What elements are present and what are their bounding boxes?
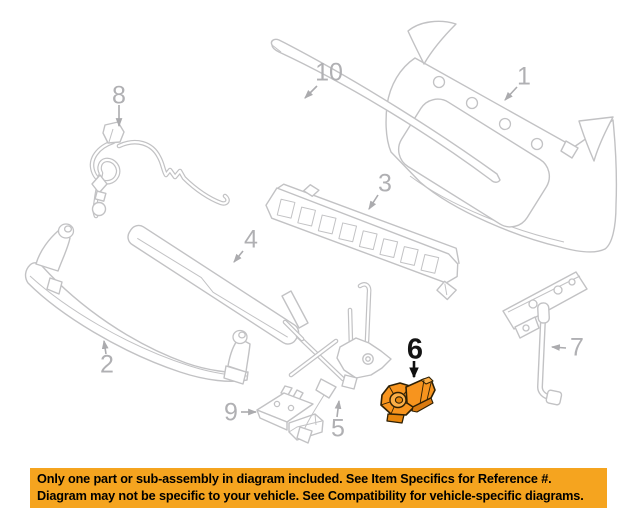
part-8-harness [89, 121, 230, 219]
callout-label-4: 4 [244, 225, 258, 254]
part-5-latch [281, 282, 392, 444]
arrow-3 [368, 194, 379, 210]
disclaimer-banner: Only one part or sub-assembly in diagram… [30, 468, 607, 508]
part-2-molding-bar [24, 223, 251, 385]
disclaimer-line-1: Only one part or sub-assembly in diagram… [37, 472, 552, 486]
arrow-2 [101, 339, 109, 355]
grille-cells [276, 198, 440, 274]
arrow-4 [233, 250, 244, 263]
part-4-molding-strip [127, 224, 300, 345]
part-3-grille [265, 183, 460, 301]
callout-label-2: 2 [100, 350, 114, 379]
part-1-hood-panel [385, 20, 618, 253]
callout-label-8: 8 [112, 81, 126, 110]
arrow-1 [504, 86, 518, 101]
callout-label-6-highlighted: 6 [406, 333, 424, 366]
callout-label-7: 7 [570, 333, 584, 362]
callout-label-1: 1 [517, 62, 531, 91]
callout-arrows [101, 85, 567, 418]
part-10-seal-strip [270, 38, 501, 183]
part-6-hood-bumper-highlighted [380, 376, 436, 424]
callout-label-9: 9 [224, 398, 238, 427]
arrow-7 [550, 344, 567, 351]
part-7-prop-rod [502, 271, 588, 406]
part-9-bracket [256, 385, 324, 441]
disclaimer-line-2: Diagram may not be specific to your vehi… [37, 489, 584, 503]
callout-label-5: 5 [331, 414, 345, 443]
callout-label-3: 3 [378, 169, 392, 198]
arrow-5 [334, 399, 342, 418]
arrow-10 [304, 85, 318, 99]
callout-label-10: 10 [315, 58, 343, 87]
